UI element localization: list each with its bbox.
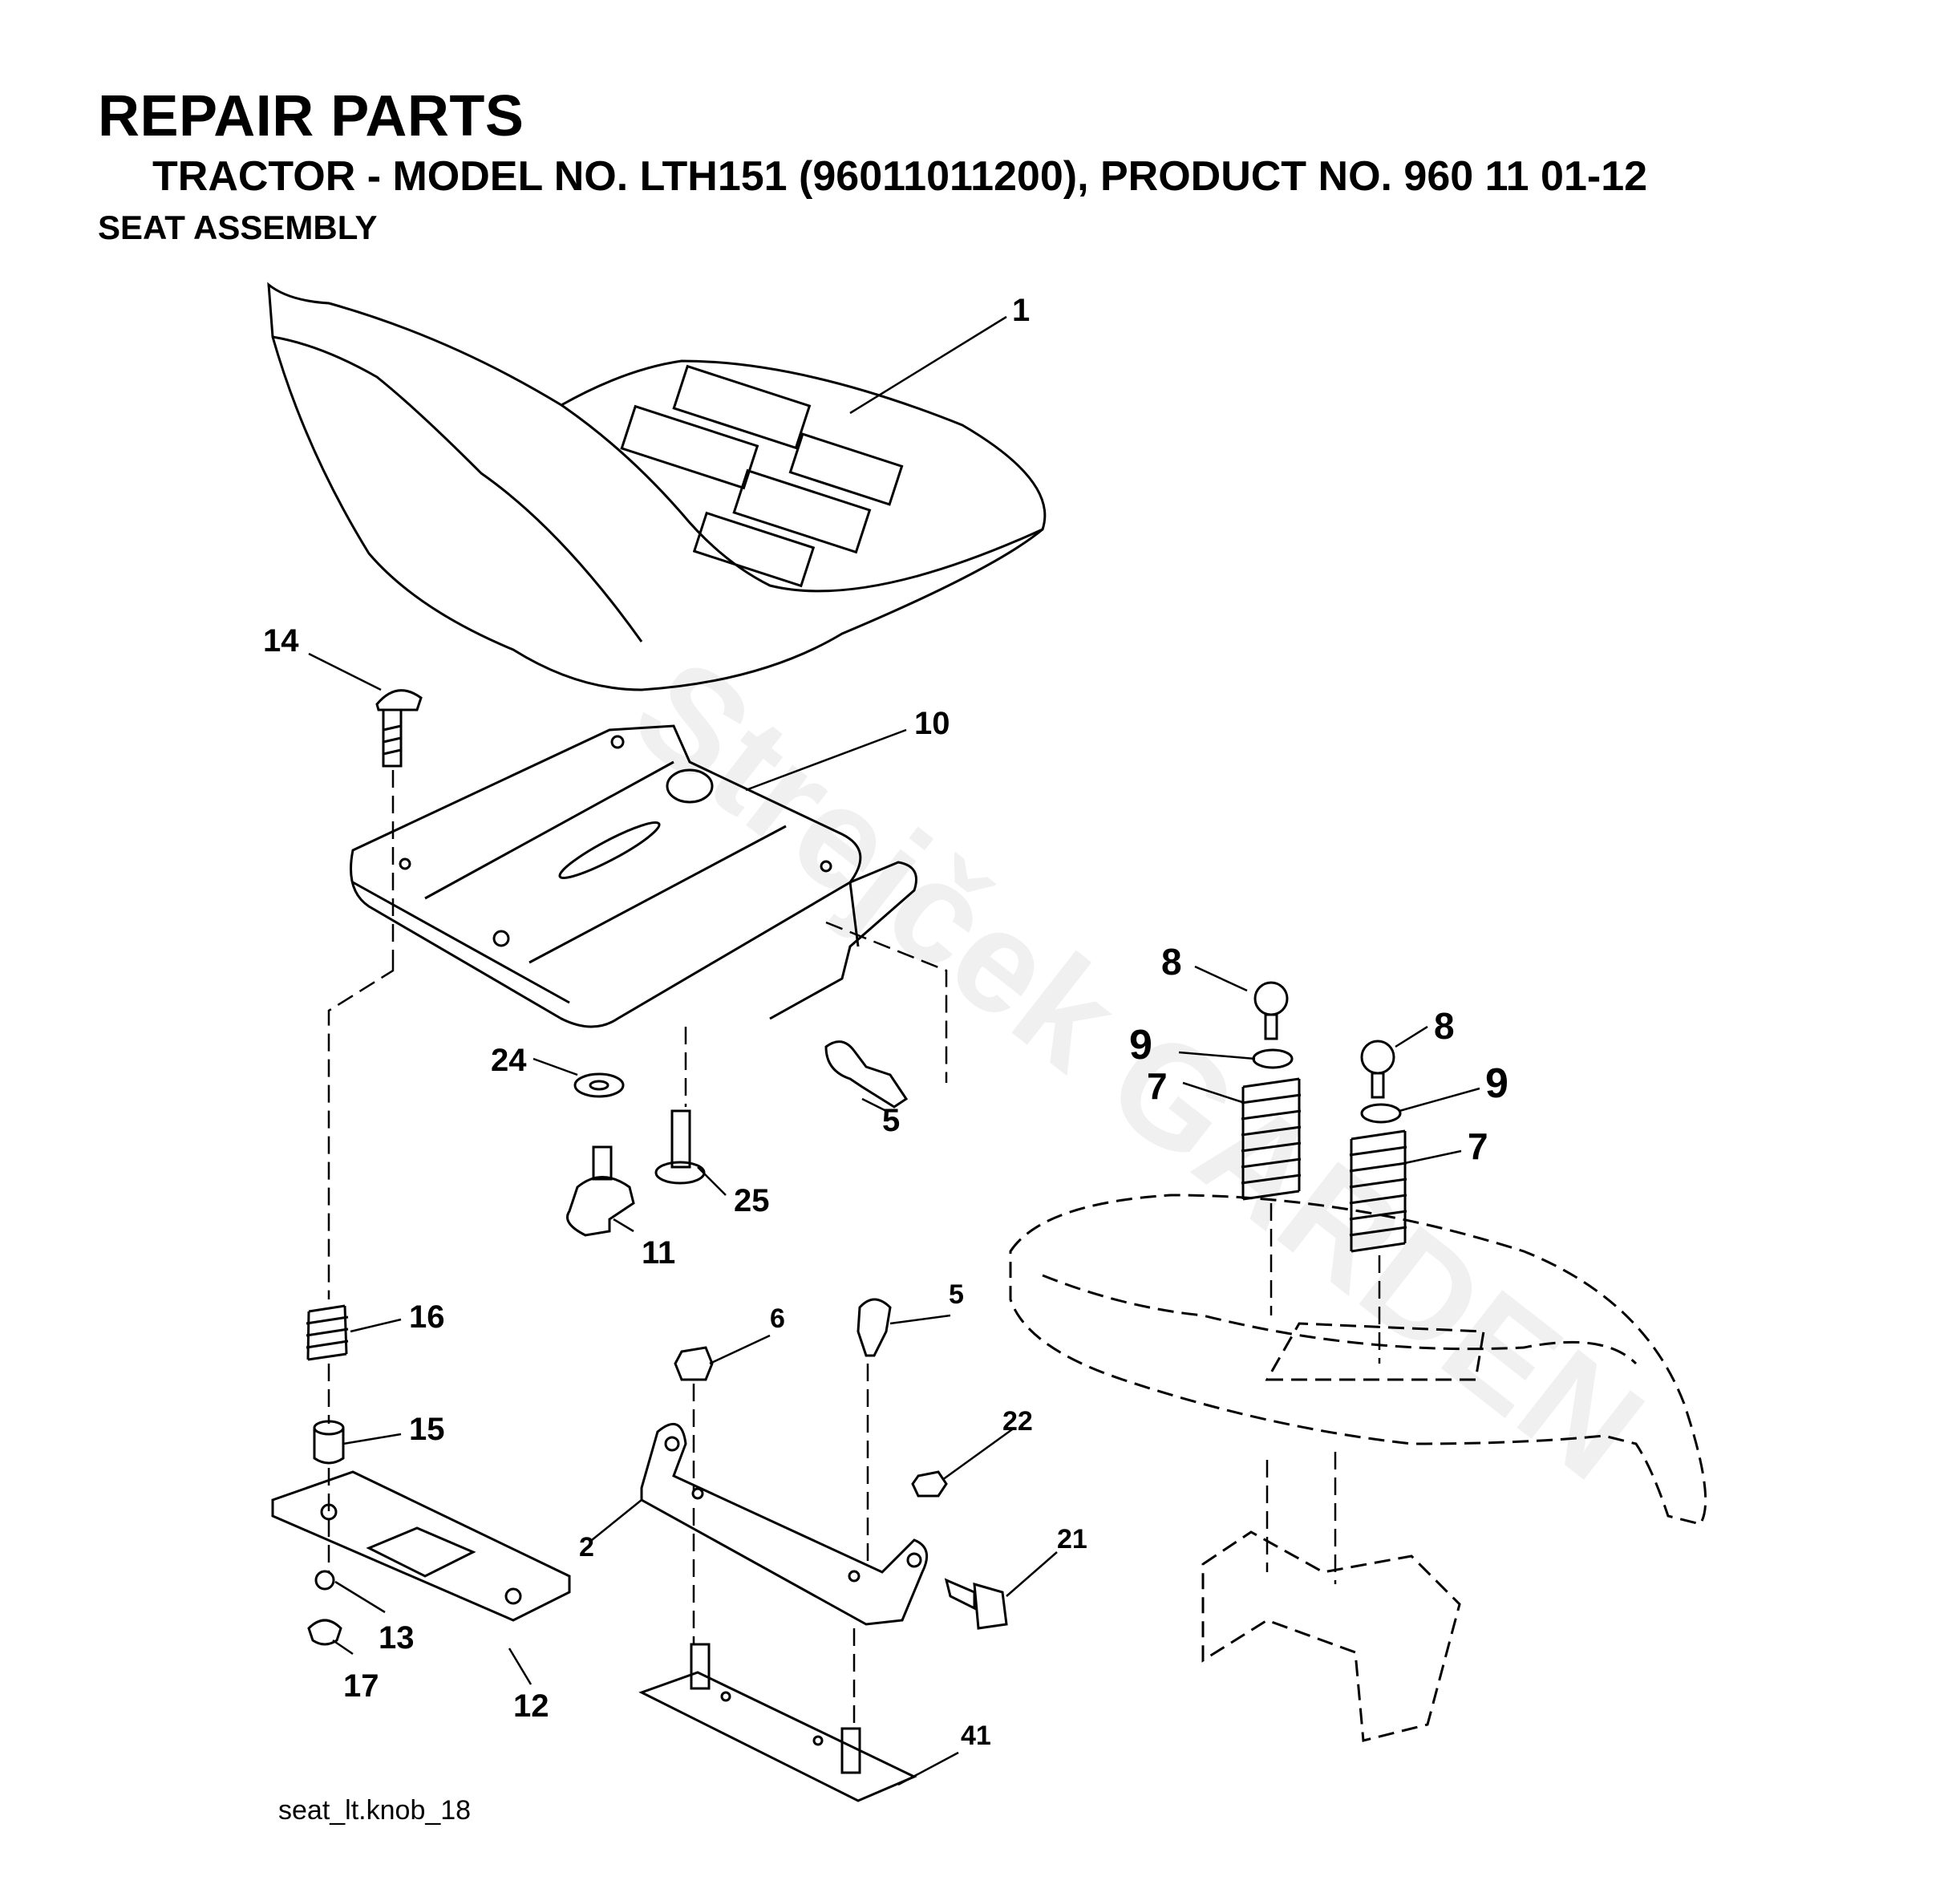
callout-17: 17	[343, 1668, 379, 1704]
callout-labels: 1 14 10 8 9 8 7 9 7 24 5 25 11 16 6 5 15…	[263, 293, 1508, 1751]
callout-21: 21	[1057, 1524, 1087, 1554]
diagram-code: seat_lt.knob_18	[278, 1795, 472, 1826]
knob-right-part	[1360, 1040, 1395, 1099]
hex-nut-part	[674, 1346, 714, 1381]
page-title: REPAIR PARTS	[98, 84, 524, 148]
hex-nut-small-part	[911, 1470, 948, 1498]
spring-part	[306, 1304, 349, 1361]
seat-bracket-part	[640, 1423, 929, 1626]
callout-12: 12	[513, 1688, 549, 1724]
callout-14: 14	[263, 623, 299, 659]
callout-11: 11	[642, 1235, 675, 1271]
callout-13: 13	[379, 1620, 415, 1656]
callout-10: 10	[914, 706, 950, 741]
stud-plate-part	[638, 1643, 917, 1802]
washer-left-part	[1252, 1048, 1294, 1069]
callout-8b: 8	[1434, 1005, 1455, 1047]
seat-spring-left-part	[1241, 1077, 1302, 1201]
callout-24: 24	[491, 1043, 527, 1078]
knob-part	[566, 1145, 635, 1237]
seat-spring-right-part	[1349, 1129, 1407, 1253]
callout-9b: 9	[1485, 1060, 1508, 1107]
callout-15: 15	[409, 1412, 445, 1447]
seat-switch-part	[824, 1040, 909, 1357]
callout-16: 16	[409, 1299, 445, 1335]
callout-9a: 9	[1129, 1022, 1152, 1068]
callout-7b: 7	[1468, 1125, 1488, 1167]
assembly-axis-lines	[327, 770, 1381, 1729]
bracket-plate-part	[271, 1470, 571, 1622]
callout-2: 2	[579, 1532, 594, 1563]
callout-22: 22	[1002, 1406, 1033, 1437]
callout-25: 25	[734, 1183, 770, 1218]
callout-41: 41	[961, 1721, 991, 1751]
bolt-part	[944, 1578, 1008, 1630]
washer-part	[573, 1072, 625, 1098]
shoulder-bolt-part	[654, 1109, 706, 1185]
seat-pan-part	[350, 724, 917, 1028]
callout-7a: 7	[1147, 1065, 1168, 1107]
knob-left-part	[1253, 981, 1289, 1040]
callout-8a: 8	[1161, 941, 1182, 983]
callout-5b: 5	[949, 1279, 964, 1310]
seat-part	[267, 282, 1047, 691]
callout-1: 1	[1012, 293, 1030, 328]
spacer-part	[313, 1420, 345, 1465]
leader-lines	[308, 315, 1480, 1786]
section-title: SEAT ASSEMBLY	[98, 209, 378, 246]
carriage-bolt-part	[375, 689, 423, 768]
callout-6: 6	[770, 1303, 785, 1334]
callout-5a: 5	[882, 1103, 900, 1138]
fender-part	[1009, 1194, 1707, 1742]
washer-right-part	[1360, 1103, 1402, 1124]
page-subtitle: TRACTOR - MODEL NO. LTH151 (96011011200)…	[152, 153, 1648, 200]
nut-part	[307, 1570, 342, 1646]
